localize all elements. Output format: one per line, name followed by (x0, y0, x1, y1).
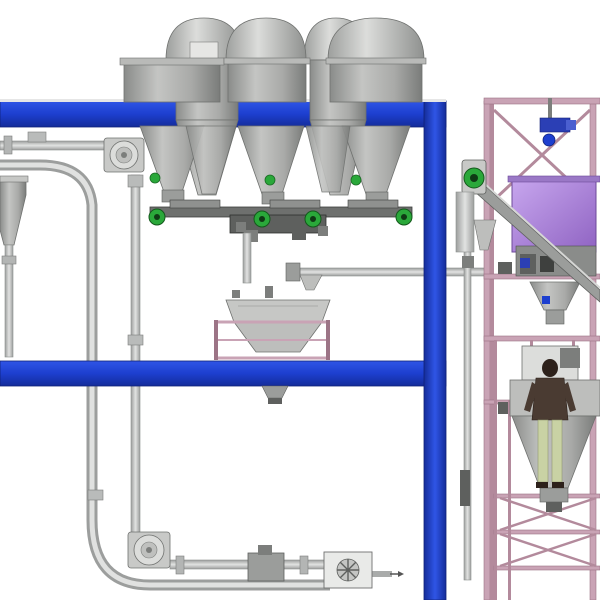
hopper-5 (325, 17, 427, 205)
centrifugal-blower-upper (103, 137, 145, 173)
misc-valves (236, 222, 530, 268)
mixing-vessel (214, 286, 331, 404)
hopper-3 (223, 17, 311, 205)
receiver-hopper (0, 175, 29, 358)
filter-housing (247, 545, 285, 582)
hopper-1 (119, 57, 225, 203)
hopper-bank (119, 17, 427, 205)
screw-feeder-manifold (148, 199, 413, 284)
operator-figure (524, 359, 576, 488)
rotary-valve (323, 551, 373, 589)
centrifugal-blower-lower (127, 531, 171, 569)
pneumatic-conveying-line (0, 131, 491, 591)
feed-chute (285, 262, 323, 291)
bag-station (460, 345, 600, 512)
inclined-bucket-elevator (455, 159, 600, 303)
